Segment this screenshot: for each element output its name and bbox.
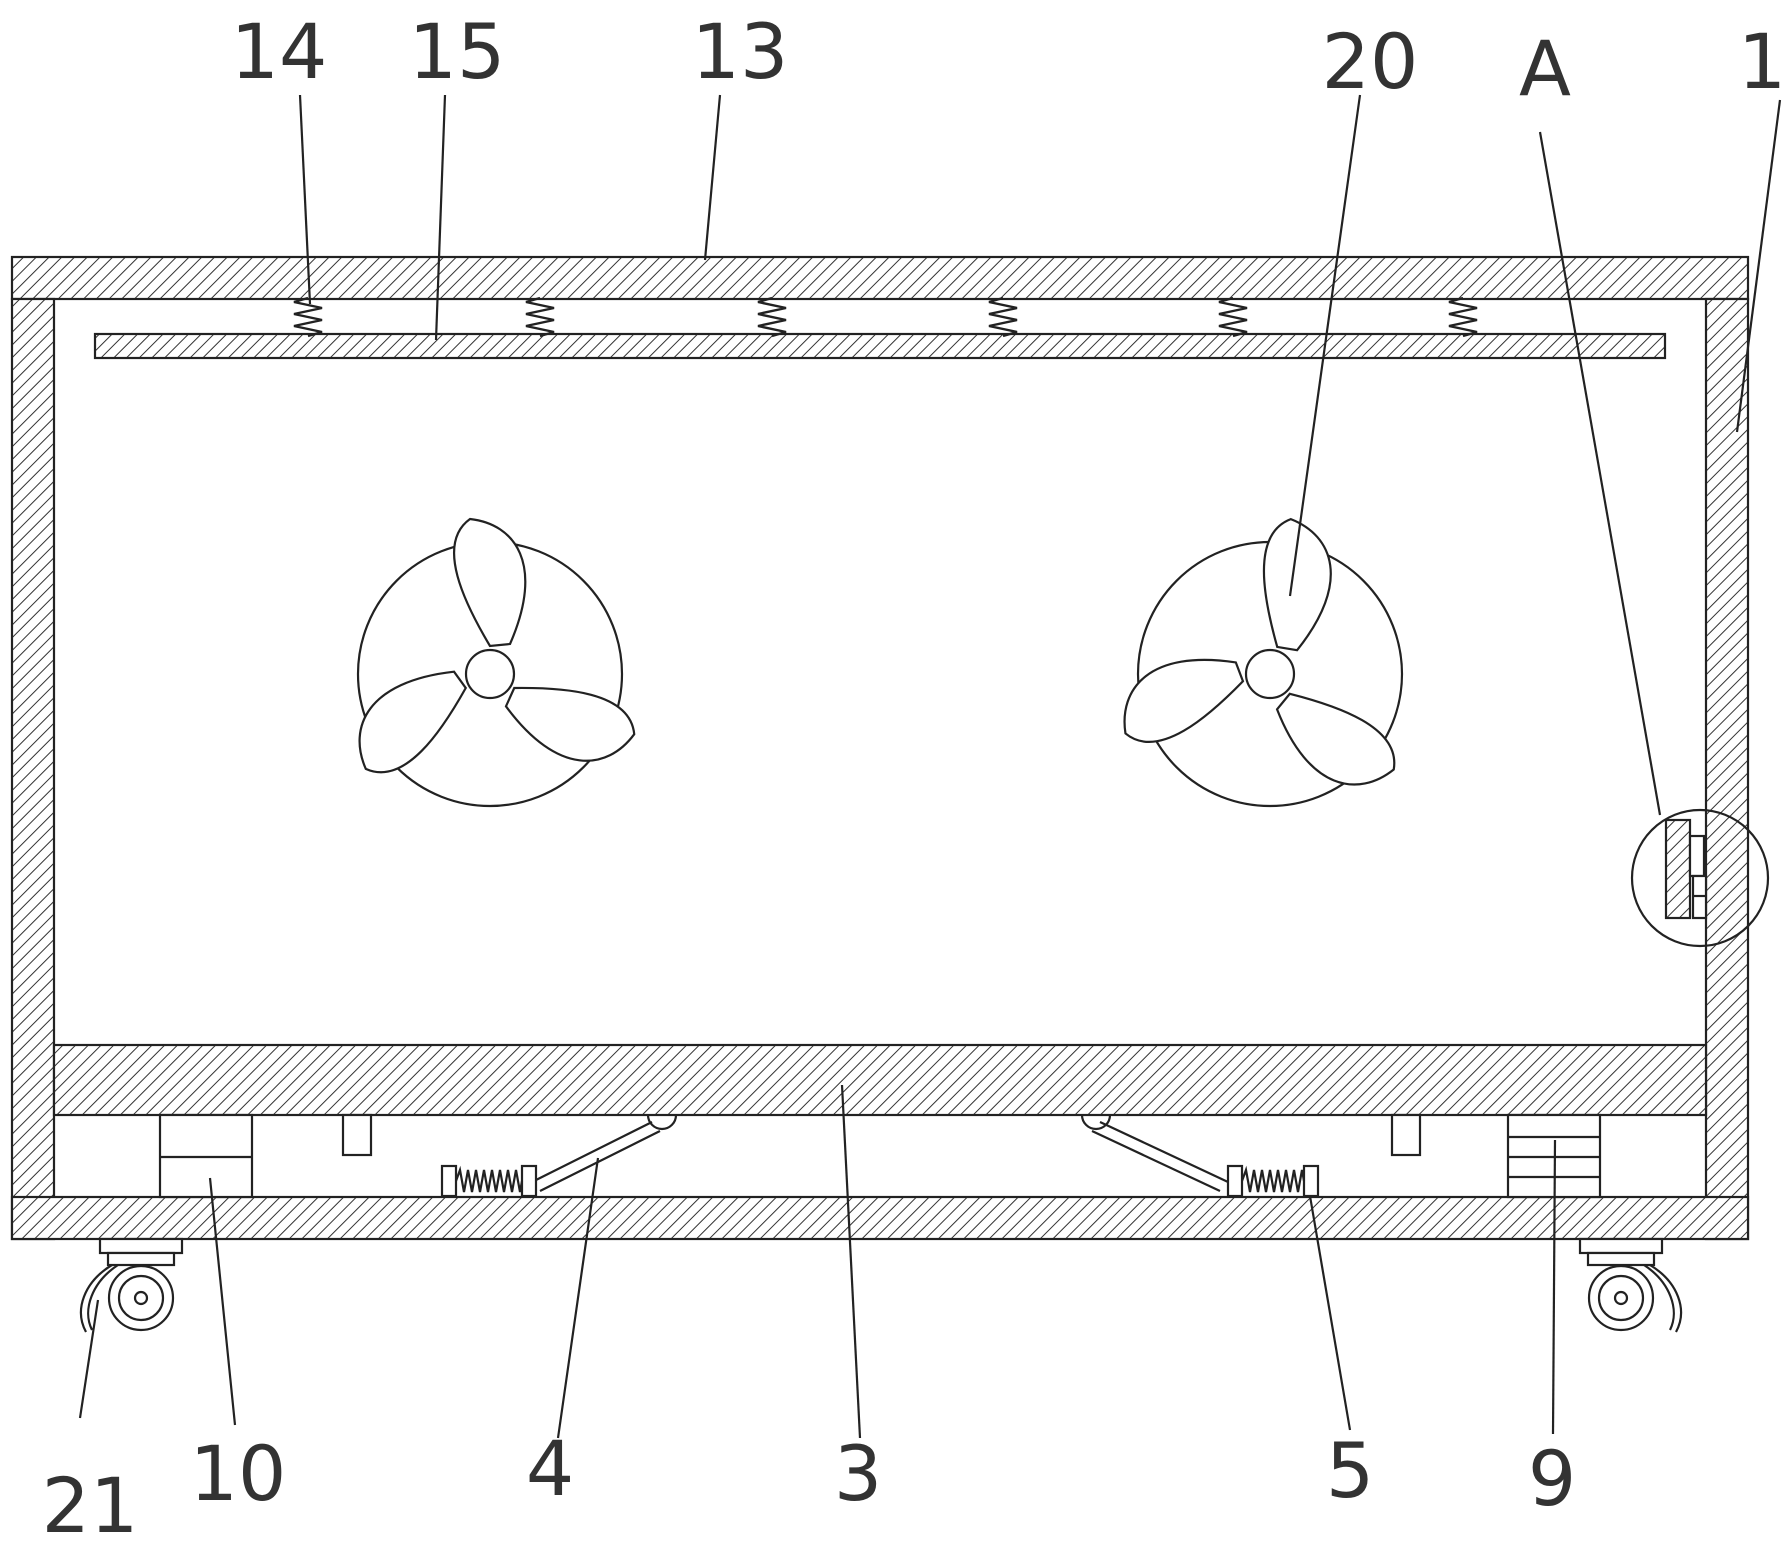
linkage-right: [1080, 1114, 1320, 1198]
top-spring: [756, 296, 788, 338]
leader-21: [78, 1299, 100, 1419]
left-wall: [10, 297, 56, 1241]
top-spring: [524, 296, 556, 338]
support-plate: [52, 1043, 1708, 1117]
leader-lines: [78, 94, 1782, 1439]
support-column-left: [158, 1113, 254, 1199]
label-5: 5: [1326, 1426, 1374, 1515]
leader-14: [298, 94, 312, 305]
leader-3: [840, 1084, 862, 1439]
linkage-left: [440, 1114, 678, 1198]
top-spring: [987, 296, 1019, 338]
detail-a: [1630, 808, 1770, 948]
stop-block-right: [1390, 1113, 1422, 1157]
leader-13: [703, 94, 722, 261]
label-4: 4: [526, 1424, 574, 1513]
top-spring: [1447, 296, 1479, 338]
top-spring: [292, 296, 324, 338]
fan-left: [337, 517, 644, 808]
label-20: 20: [1322, 17, 1419, 106]
label-13: 13: [692, 7, 789, 96]
label-15: 15: [409, 7, 506, 96]
label-14: 14: [231, 7, 328, 96]
leader-9: [1551, 1139, 1557, 1435]
caster-left: [79, 1237, 184, 1333]
label-21: 21: [42, 1461, 139, 1545]
label-10: 10: [190, 1429, 287, 1518]
top-spring: [1217, 296, 1249, 338]
top-cover-plate: [10, 255, 1750, 301]
leader-15: [434, 94, 447, 341]
leader-4: [556, 1157, 600, 1439]
leader-1: [1735, 99, 1782, 433]
label-3: 3: [834, 1429, 882, 1518]
label-1: 1: [1738, 17, 1786, 106]
stop-block-left: [341, 1113, 373, 1157]
label-9: 9: [1528, 1434, 1576, 1523]
support-column-right: [1506, 1113, 1602, 1199]
bottom-plate: [10, 1195, 1750, 1241]
label-a: A: [1519, 24, 1571, 113]
leader-10: [208, 1177, 237, 1426]
leader-5: [1308, 1195, 1352, 1431]
fan-right: [1110, 513, 1407, 810]
top-springs: [292, 296, 1479, 338]
leader-20: [1288, 94, 1362, 597]
leader-a: [1538, 131, 1662, 816]
pressing-plate: [93, 332, 1667, 360]
right-wall: [1704, 297, 1750, 1241]
caster-right: [1578, 1237, 1683, 1333]
